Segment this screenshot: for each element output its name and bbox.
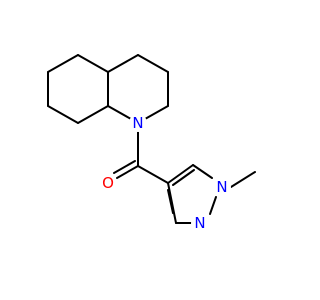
piperidine-ring xyxy=(107,54,169,120)
molecule-structure: N O N N xyxy=(47,54,256,232)
bond xyxy=(209,196,217,215)
methyl-bond xyxy=(230,171,256,188)
atom-n-amide: N xyxy=(129,114,147,132)
nitrogen-label: N xyxy=(132,114,143,132)
nitrogen-label: N xyxy=(216,178,227,196)
bond xyxy=(47,105,79,124)
bond xyxy=(137,54,169,73)
nitrogen-label: N xyxy=(194,214,205,232)
bond xyxy=(77,105,109,124)
bond xyxy=(172,169,195,186)
amide-linkage xyxy=(113,131,169,184)
bond xyxy=(192,164,213,179)
bond xyxy=(77,54,109,73)
bond xyxy=(167,182,177,224)
bond xyxy=(107,105,132,120)
oxygen-label: O xyxy=(102,174,114,192)
atom-n2-pyrazole: N xyxy=(191,214,209,232)
carbonyl-bond xyxy=(113,160,136,174)
bond xyxy=(47,54,79,73)
bond xyxy=(107,54,139,73)
carbonyl-bond xyxy=(116,165,139,179)
bond xyxy=(167,164,194,184)
atom-n1-pyrazole: N xyxy=(213,178,231,196)
cyclohexane-ring xyxy=(47,54,109,124)
pyrazole-ring xyxy=(167,164,256,224)
bond xyxy=(144,105,169,120)
atom-o-carbonyl: O xyxy=(99,174,117,192)
bond xyxy=(167,189,174,214)
bond xyxy=(137,165,169,184)
